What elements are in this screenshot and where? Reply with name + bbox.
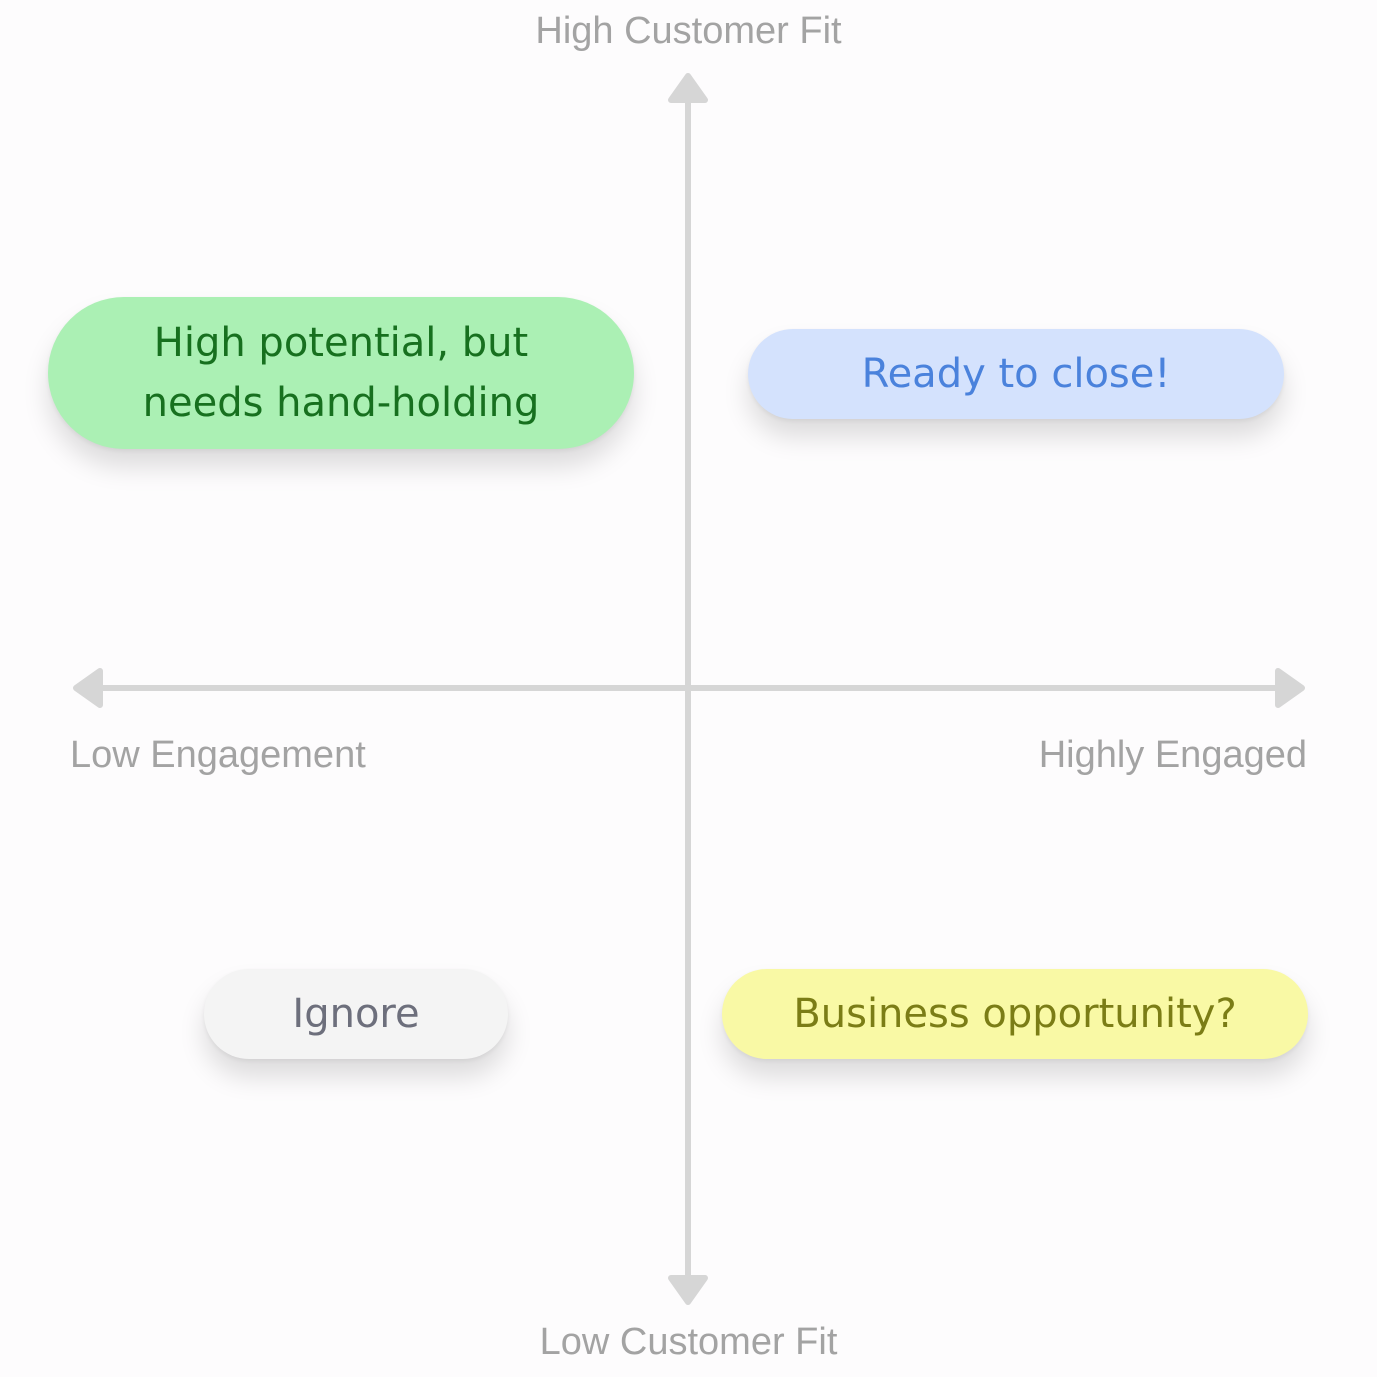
arrow-right-icon bbox=[1275, 668, 1305, 708]
arrow-left-icon bbox=[73, 668, 103, 708]
horizontal-axis bbox=[73, 668, 1305, 708]
quadrant-top-left-pill: High potential, but needs hand-holding bbox=[48, 297, 634, 449]
axis-label-low-engagement: Low Engagement bbox=[70, 734, 366, 776]
quadrant-top-right-pill: Ready to close! bbox=[748, 329, 1284, 419]
arrow-down-icon bbox=[668, 1275, 708, 1305]
quadrant-bottom-left-pill: Ignore bbox=[204, 969, 508, 1059]
quadrant-top-right-text: Ready to close! bbox=[861, 351, 1171, 397]
quadrant-top-left-text: High potential, but needs hand-holding bbox=[142, 320, 540, 426]
axis-label-highly-engaged: Highly Engaged bbox=[1038, 734, 1307, 776]
quadrant-bottom-right-pill: Business opportunity? bbox=[722, 969, 1308, 1059]
quadrant-bottom-right-text: Business opportunity? bbox=[793, 991, 1237, 1037]
quadrant-bottom-left-text: Ignore bbox=[292, 991, 420, 1037]
axis-label-high-customer-fit: High Customer Fit bbox=[535, 10, 842, 52]
arrow-up-icon bbox=[668, 73, 708, 103]
axis-label-low-customer-fit: Low Customer Fit bbox=[539, 1321, 838, 1363]
